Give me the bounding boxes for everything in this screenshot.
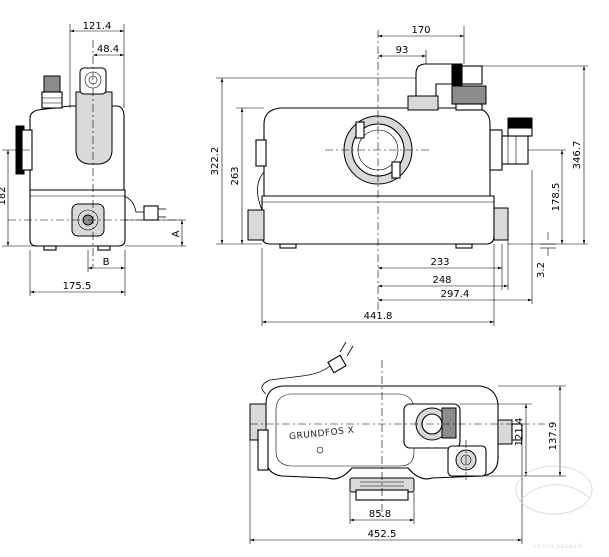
dim-side-base-total: 441.8: [364, 311, 393, 322]
side-right-connector: [501, 135, 529, 165]
side-left-rib: [255, 139, 267, 167]
dim-label-a: A: [171, 230, 182, 237]
dim-top-height-outer: 137.9: [548, 422, 559, 451]
top-right-port: [497, 419, 513, 445]
side-view: 170 93 322.2 263 178.5 346.7 3.2 233: [210, 25, 588, 326]
front-view: 121.4 48.4 182 A B 175.5: [0, 21, 186, 296]
dim-side-top-inner: 93: [396, 45, 409, 56]
side-base: [261, 195, 495, 245]
dim-front-base-width: 175.5: [63, 281, 92, 292]
dim-side-top-right: 170: [411, 25, 430, 36]
dim-side-height-total-left: 322.2: [210, 147, 221, 176]
dim-front-height: 182: [0, 186, 8, 205]
watermark: vannu pasaule: [515, 465, 593, 550]
side-outlet-collar: [407, 95, 439, 111]
dim-top-height-inner: 121.4: [514, 418, 525, 447]
top-plug: [327, 354, 347, 374]
dim-side-height-body: 263: [230, 166, 241, 185]
dim-side-base-248: 248: [432, 275, 451, 286]
side-right-port: [489, 129, 503, 171]
front-inlet-tube: [75, 91, 113, 165]
dim-side-base-small: 3.2: [536, 262, 547, 278]
front-vent-pipe: [43, 75, 61, 95]
dim-side-base-297: 297.4: [441, 289, 470, 300]
front-vent-collar: [41, 91, 63, 109]
side-bottom-right-port: [493, 207, 509, 241]
dim-side-height-total-right: 346.7: [572, 141, 583, 170]
dim-top-outlet-width: 85.8: [369, 509, 391, 520]
dim-top-total-width: 452.5: [368, 529, 397, 540]
side-outlet-elbow: [415, 63, 453, 101]
watermark-text: vannu pasaule: [533, 543, 584, 550]
dim-side-height-outlet: 178.5: [551, 183, 562, 212]
front-plug: [143, 205, 159, 221]
dim-label-b: B: [103, 257, 110, 268]
dim-front-top-width: 121.4: [83, 21, 112, 32]
top-view: GRUNDFOS X 121.4: [249, 341, 566, 544]
dim-side-base-233: 233: [430, 257, 449, 268]
dim-front-top-inner: 48.4: [97, 44, 119, 55]
side-bottom-left-port: [247, 209, 265, 241]
